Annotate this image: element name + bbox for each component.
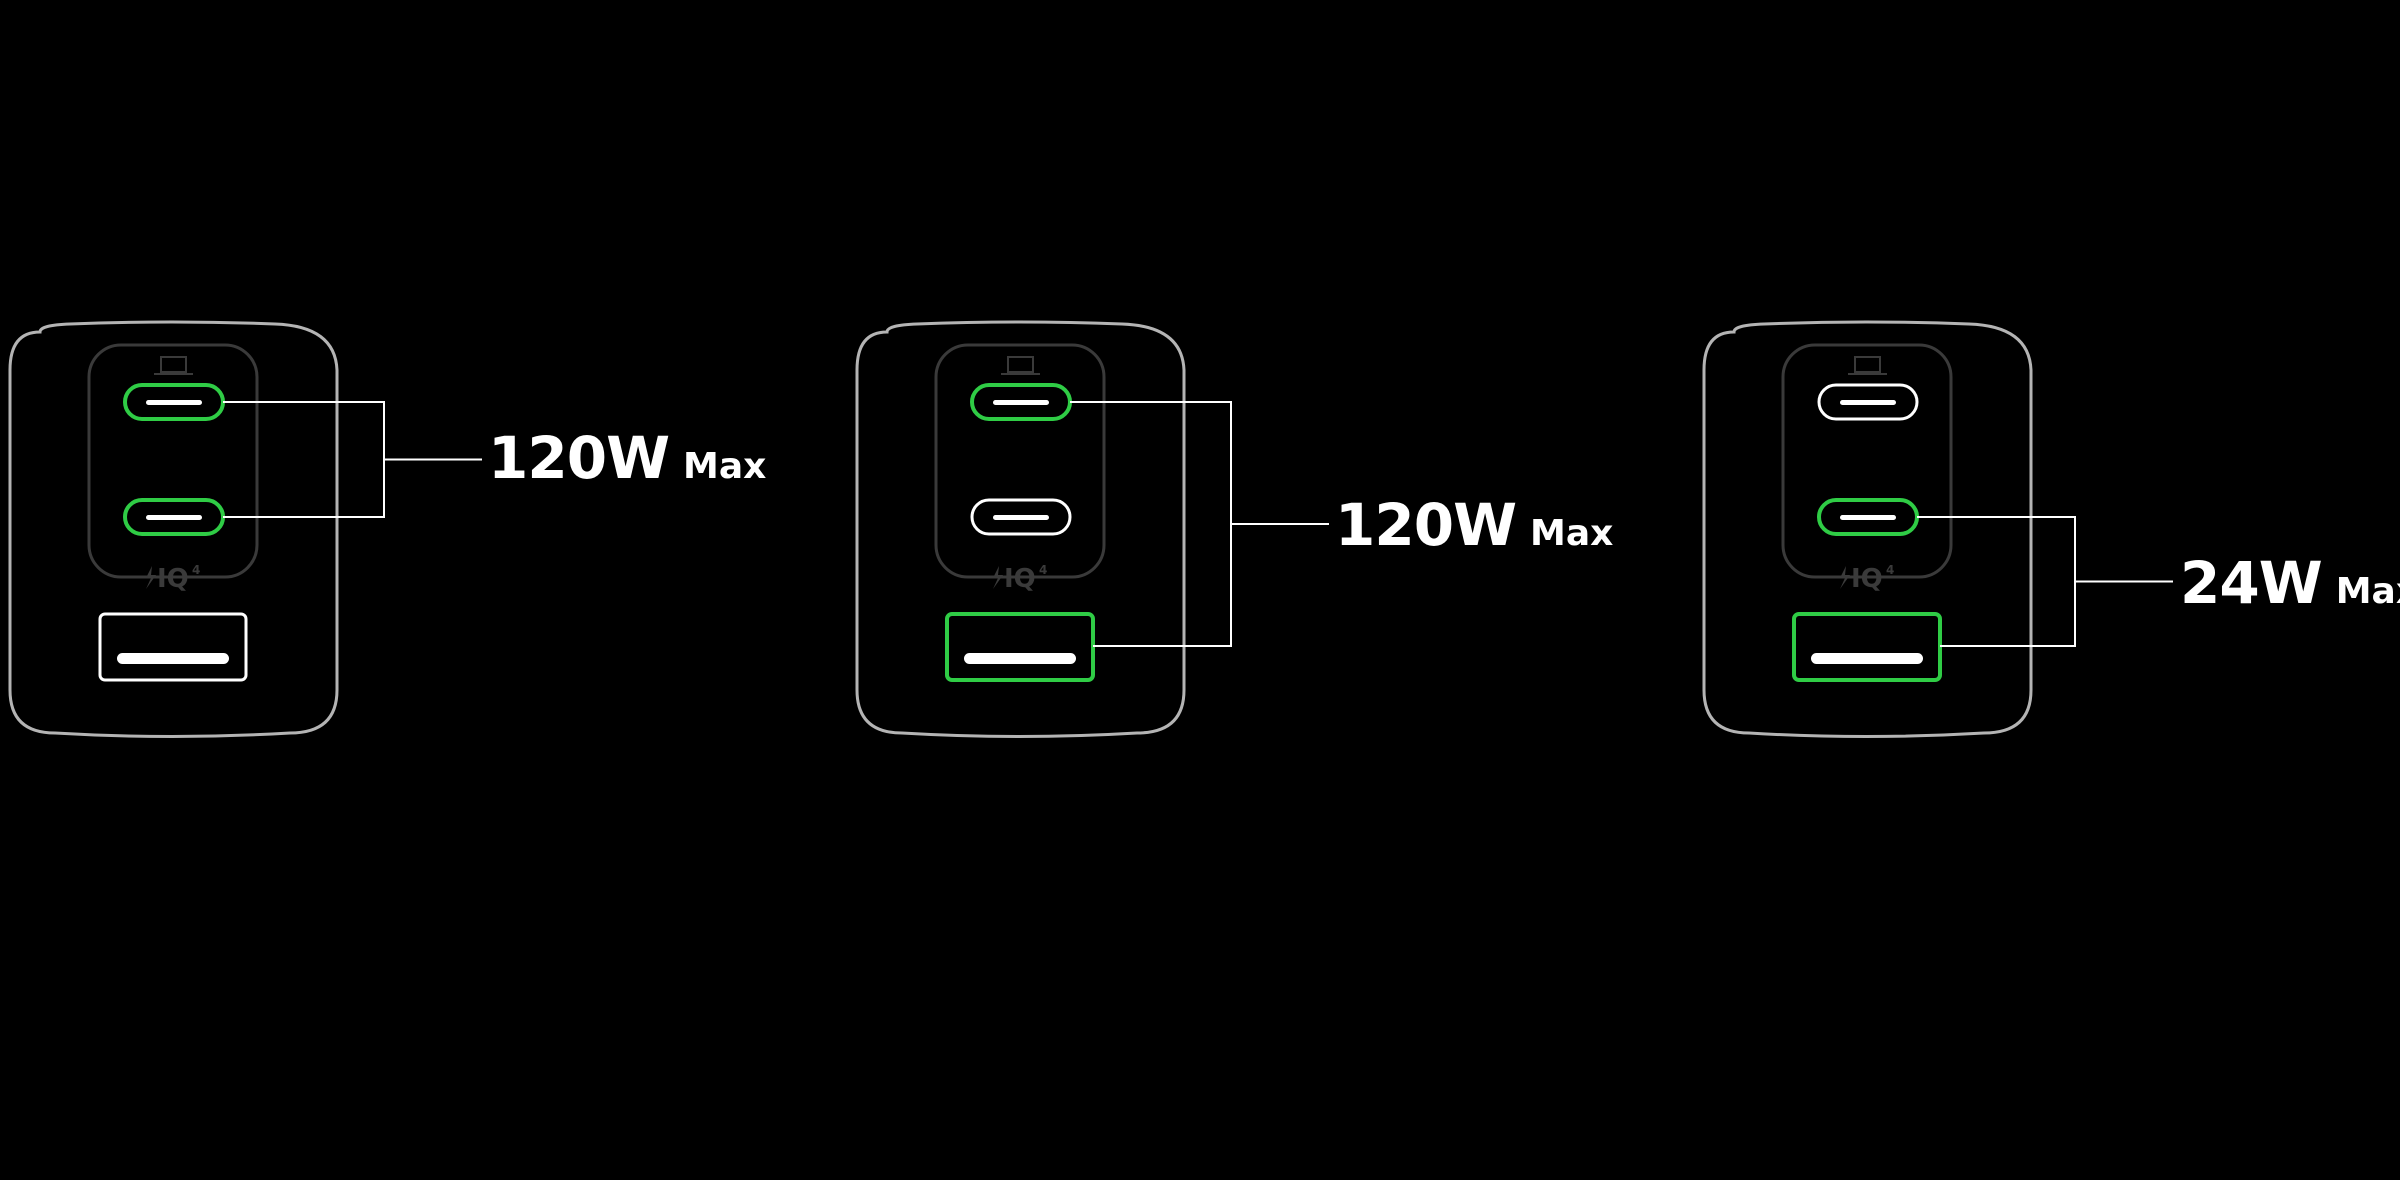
iq-text: IQ bbox=[157, 564, 189, 594]
iq-text: IQ bbox=[1851, 564, 1883, 594]
wattage-label: 120W Max bbox=[1335, 491, 1613, 559]
port-slot bbox=[146, 400, 202, 405]
port-slot bbox=[1840, 515, 1896, 520]
port-usb-c-2-active bbox=[1817, 498, 1919, 536]
port-slot bbox=[1840, 400, 1896, 405]
port-usb-c-1-active bbox=[970, 383, 1072, 421]
port-slot bbox=[993, 515, 1049, 520]
port-slot bbox=[993, 400, 1049, 405]
charger-diagram-3: IQ4 24W Max bbox=[1702, 320, 2400, 738]
wattage-unit: Max bbox=[2336, 571, 2400, 612]
laptop-icon bbox=[154, 356, 193, 375]
port-usb-c-2-active bbox=[123, 498, 225, 536]
iq-superscript: 4 bbox=[1039, 563, 1047, 577]
port-usb-a-active bbox=[1792, 612, 1942, 682]
port-slot bbox=[1811, 653, 1923, 664]
port-usb-c-1-inactive bbox=[1817, 383, 1919, 421]
wattage-label: 120W Max bbox=[488, 424, 766, 492]
laptop-icon bbox=[1848, 356, 1887, 375]
iq-superscript: 4 bbox=[192, 563, 200, 577]
port-usb-a-active bbox=[945, 612, 1095, 682]
iq-text: IQ bbox=[1004, 564, 1036, 594]
wattage-value: 24W bbox=[2180, 549, 2322, 617]
wattage-unit: Max bbox=[683, 446, 766, 487]
lightning-bolt-icon bbox=[1840, 566, 1850, 589]
wattage-value: 120W bbox=[488, 424, 669, 492]
port-slot bbox=[146, 515, 202, 520]
port-outline bbox=[970, 498, 1072, 536]
port-outline bbox=[1817, 383, 1919, 421]
port-usb-c-1-active bbox=[123, 383, 225, 421]
usb-c-panel bbox=[934, 343, 1106, 579]
port-slot bbox=[964, 653, 1076, 664]
port-usb-c-2-inactive bbox=[970, 498, 1072, 536]
charger-body-outline bbox=[1702, 320, 2033, 738]
laptop-icon bbox=[1001, 356, 1040, 375]
wattage-unit: Max bbox=[1530, 513, 1613, 554]
lightning-bolt-icon bbox=[993, 566, 1003, 589]
lightning-bolt-icon bbox=[146, 566, 156, 589]
charger-body-outline bbox=[8, 320, 339, 738]
port-usb-a-inactive bbox=[98, 612, 248, 682]
connector-bracket bbox=[1070, 401, 1329, 647]
connector-bracket bbox=[1917, 516, 2173, 647]
port-outline bbox=[1792, 612, 1942, 682]
wattage-label: 24W Max bbox=[2180, 549, 2400, 617]
wattage-value: 120W bbox=[1335, 491, 1516, 559]
port-outline bbox=[945, 612, 1095, 682]
port-outline bbox=[98, 612, 248, 682]
usb-c-panel bbox=[87, 343, 259, 579]
charger-body-outline bbox=[855, 320, 1186, 738]
port-slot bbox=[117, 653, 229, 664]
usb-c-panel bbox=[1781, 343, 1953, 579]
connector-bracket bbox=[223, 401, 482, 518]
iq-superscript: 4 bbox=[1886, 563, 1894, 577]
